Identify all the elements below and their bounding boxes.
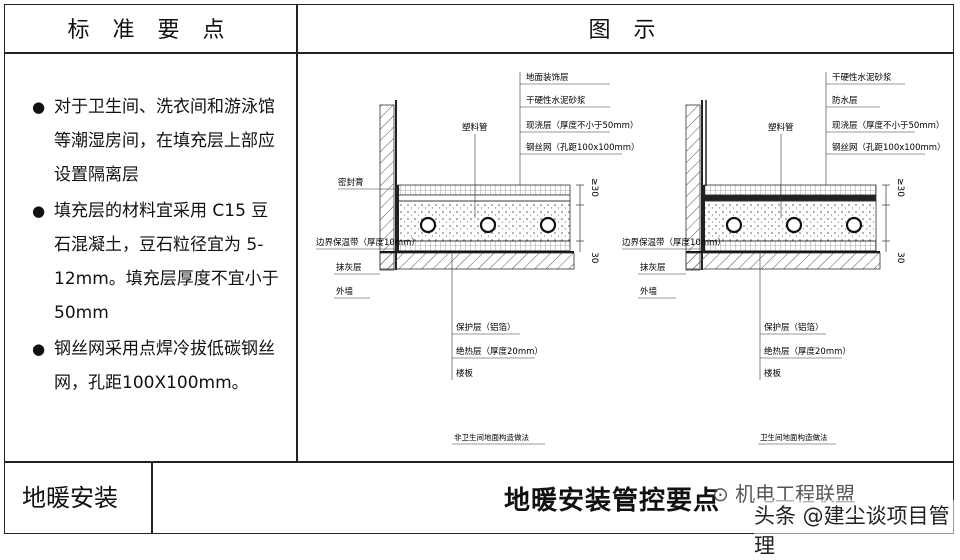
dim-top-label: ≥30 <box>589 178 599 197</box>
label-screed: 现浇层（厚度不小于50mm） <box>526 120 638 131</box>
bottom-labels: 保护层（铝箔） 绝热层（厚度20mm） 楼板 <box>452 322 543 379</box>
header-divider <box>4 52 954 54</box>
label-insulation: 绝热层（厚度20mm） <box>456 346 543 357</box>
footer-divider <box>4 461 954 463</box>
label-pipe: 塑料管 <box>462 122 488 133</box>
slab <box>685 252 881 270</box>
list-item: ●钢丝网采用点焊冷拔低碳钢丝网，孔距100X100mm。 <box>32 339 275 393</box>
list-item: ●对于卫生间、洗衣间和游泳馆等潮湿房间，在填充层上部应设置隔离层 <box>32 97 275 185</box>
pipe <box>785 216 803 234</box>
dim-top-label: ≥30 <box>895 178 905 197</box>
caption-right: 卫生间地面构造做法 <box>760 432 828 442</box>
dim-bottom-label: 30 <box>895 252 905 264</box>
label-plaster: 抹灰层 <box>640 262 666 273</box>
label-slab: 楼板 <box>764 368 782 379</box>
insulation-layer <box>703 240 877 252</box>
label-slab: 楼板 <box>456 368 474 379</box>
top-labels: 地面装饰层 干硬性水泥砂浆 现浇层（厚度不小于50mm） 钢丝网（孔距100x1… <box>520 72 640 155</box>
standard-points-list: ●对于卫生间、洗衣间和游泳馆等潮湿房间，在填充层上部应设置隔离层 ●填充层的材料… <box>32 90 282 402</box>
label-edge-strip: 边界保温带（厚度10mm） <box>316 237 420 248</box>
insulation-layer <box>397 240 571 252</box>
label-screed: 现浇层（厚度不小于50mm） <box>832 120 944 131</box>
bottom-labels: 保护层（铝箔） 绝热层（厚度20mm） 楼板 <box>760 322 851 379</box>
label-waterproof: 防水层 <box>832 95 858 106</box>
label-sealant: 密封膏 <box>338 177 364 188</box>
label-mortar: 干硬性水泥砂浆 <box>832 72 892 83</box>
caption-left: 非卫生间地面构造做法 <box>454 432 529 442</box>
label-mesh: 钢丝网（孔距100x100mm） <box>526 142 640 153</box>
side-labels: 边界保温带（厚度10mm） 抹灰层 外墙 <box>622 237 726 299</box>
diagram-right: ≥30 30 干硬性水泥砂浆 防水层 现浇层（厚度不小于50mm） 钢丝网（孔距… <box>622 72 946 445</box>
finish-layer <box>397 184 571 196</box>
edge-strip <box>396 185 399 252</box>
dim-bottom-label: 30 <box>589 252 599 264</box>
point-text: 钢丝网采用点焊冷拔低碳钢丝网，孔距100X100mm。 <box>54 339 275 393</box>
pipe <box>479 216 497 234</box>
wall-left <box>379 104 395 271</box>
finish-layer <box>703 184 877 196</box>
header-illustration: 图 示 <box>588 18 664 43</box>
label-mortar: 干硬性水泥砂浆 <box>526 95 586 106</box>
diagrams-canvas: ≥30 30 地面装饰层 干硬性水泥砂浆 现浇层（厚度不小于50mm） 钢丝网（… <box>316 72 946 445</box>
point-text: 填充层的材料宜采用 C15 豆石混凝土，豆石粒径宜为 5-12mm。填充层厚度不… <box>54 201 279 323</box>
point-text: 对于卫生间、洗衣间和游泳馆等潮湿房间，在填充层上部应设置隔离层 <box>54 97 275 185</box>
column-divider <box>296 4 298 462</box>
top-labels: 干硬性水泥砂浆 防水层 现浇层（厚度不小于50mm） 钢丝网（孔距100x100… <box>826 72 946 155</box>
footer-category: 地暖安装 <box>22 484 118 512</box>
waterproof-layer <box>703 194 877 202</box>
pipe <box>419 216 437 234</box>
pipe <box>845 216 863 234</box>
pipe <box>539 216 557 234</box>
label-foil: 保护层（铝箔） <box>456 322 516 333</box>
label-mesh: 钢丝网（孔距100x100mm） <box>832 142 946 153</box>
side-labels: 边界保温带（厚度10mm） 抹灰层 外墙 <box>316 237 420 299</box>
footer-column-divider <box>151 461 153 534</box>
mortar-layer <box>397 194 571 202</box>
label-insulation: 绝热层（厚度20mm） <box>764 346 851 357</box>
label-plaster: 抹灰层 <box>336 262 362 273</box>
slab <box>379 252 575 270</box>
wall-left <box>685 104 701 271</box>
header-standard-points: 标 准 要 点 <box>67 18 233 43</box>
label-finish: 地面装饰层 <box>526 72 569 83</box>
footer-title: 地暖安装管控要点 <box>504 486 721 516</box>
label-edge-strip: 边界保温带（厚度10mm） <box>622 237 726 248</box>
label-outer-wall: 外墙 <box>640 286 658 297</box>
list-item: ●填充层的材料宜采用 C15 豆石混凝土，豆石粒径宜为 5-12mm。填充层厚度… <box>32 201 279 323</box>
label-outer-wall: 外墙 <box>336 286 354 297</box>
diagram-left: ≥30 30 地面装饰层 干硬性水泥砂浆 现浇层（厚度不小于50mm） 钢丝网（… <box>316 72 640 445</box>
edge-strip <box>702 185 705 252</box>
label-pipe: 塑料管 <box>768 122 794 133</box>
pipe <box>725 216 743 234</box>
label-foil: 保护层（铝箔） <box>764 322 824 333</box>
table-frame <box>4 4 954 534</box>
